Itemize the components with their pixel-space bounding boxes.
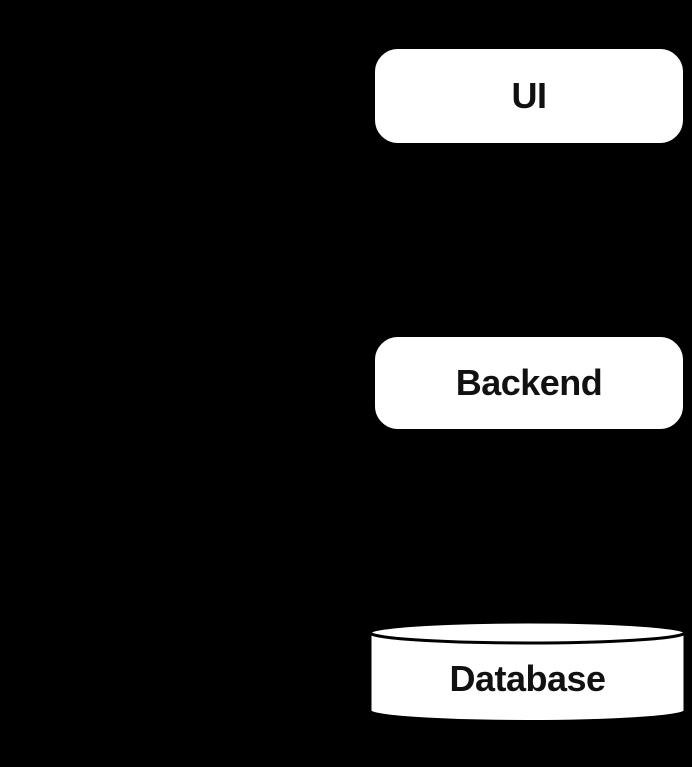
node-database-label: Database <box>449 657 606 699</box>
node-ui-label: UI <box>511 75 548 116</box>
node-backend: Backend <box>372 334 686 432</box>
database-cylinder-icon <box>368 620 687 723</box>
node-database: Database <box>368 620 687 723</box>
node-ui: UI <box>372 46 686 146</box>
node-backend-label: Backend <box>455 362 603 403</box>
